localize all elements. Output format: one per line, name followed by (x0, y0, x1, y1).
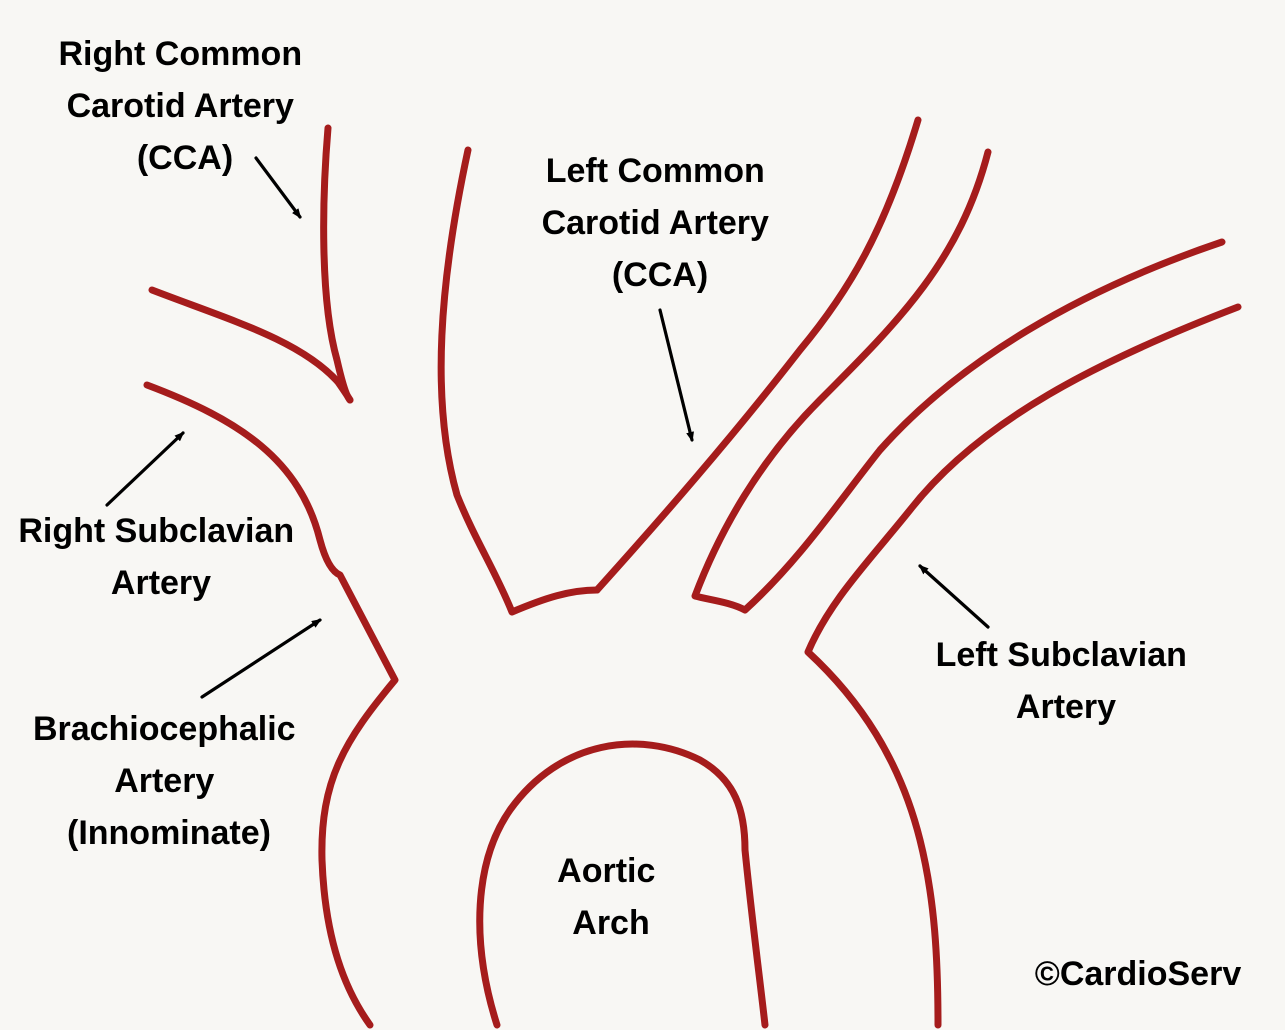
aortic-arch-label: Aortic Arch (557, 852, 665, 942)
brachiocephalic-label: Brachiocephalic Artery (Innominate) (33, 710, 305, 852)
right-subclavian-arrow (105, 431, 185, 507)
right-subclavian-label: Right Subclavian Artery (18, 512, 303, 602)
left-subclavian-inner-wall (691, 148, 1226, 614)
left-subclavian-arrow (918, 564, 990, 629)
left-cca-label: Left Common Carotid Artery (CCA) (542, 152, 779, 294)
right-subclavian-lower-to-ascending-aorta (143, 381, 399, 1029)
right-subclavian-upper-wall (148, 286, 354, 404)
right-cca-label: Right Common Carotid Artery (CCA) (58, 35, 311, 177)
right-cca-outer-wall (320, 124, 354, 404)
copyright-label: ©CardioServ (1035, 955, 1242, 993)
left-cca-arrow (658, 308, 694, 442)
brachiocephalic-arrow (200, 618, 322, 699)
left-cca-left-wall (593, 116, 922, 594)
left-cca-right-wall-to-arch-top (437, 146, 601, 616)
right-cca-arrow (254, 156, 302, 219)
annotation-arrows (105, 156, 990, 699)
left-subclavian-outer-to-descending-aorta (804, 303, 1242, 1029)
left-subclavian-label: Left Subclavian Artery (936, 636, 1197, 726)
vessel-outlines (143, 116, 1242, 1029)
aortic-arch-inner-curve (476, 740, 769, 1029)
labels: Right Common Carotid Artery (CCA) Left C… (18, 35, 1241, 993)
